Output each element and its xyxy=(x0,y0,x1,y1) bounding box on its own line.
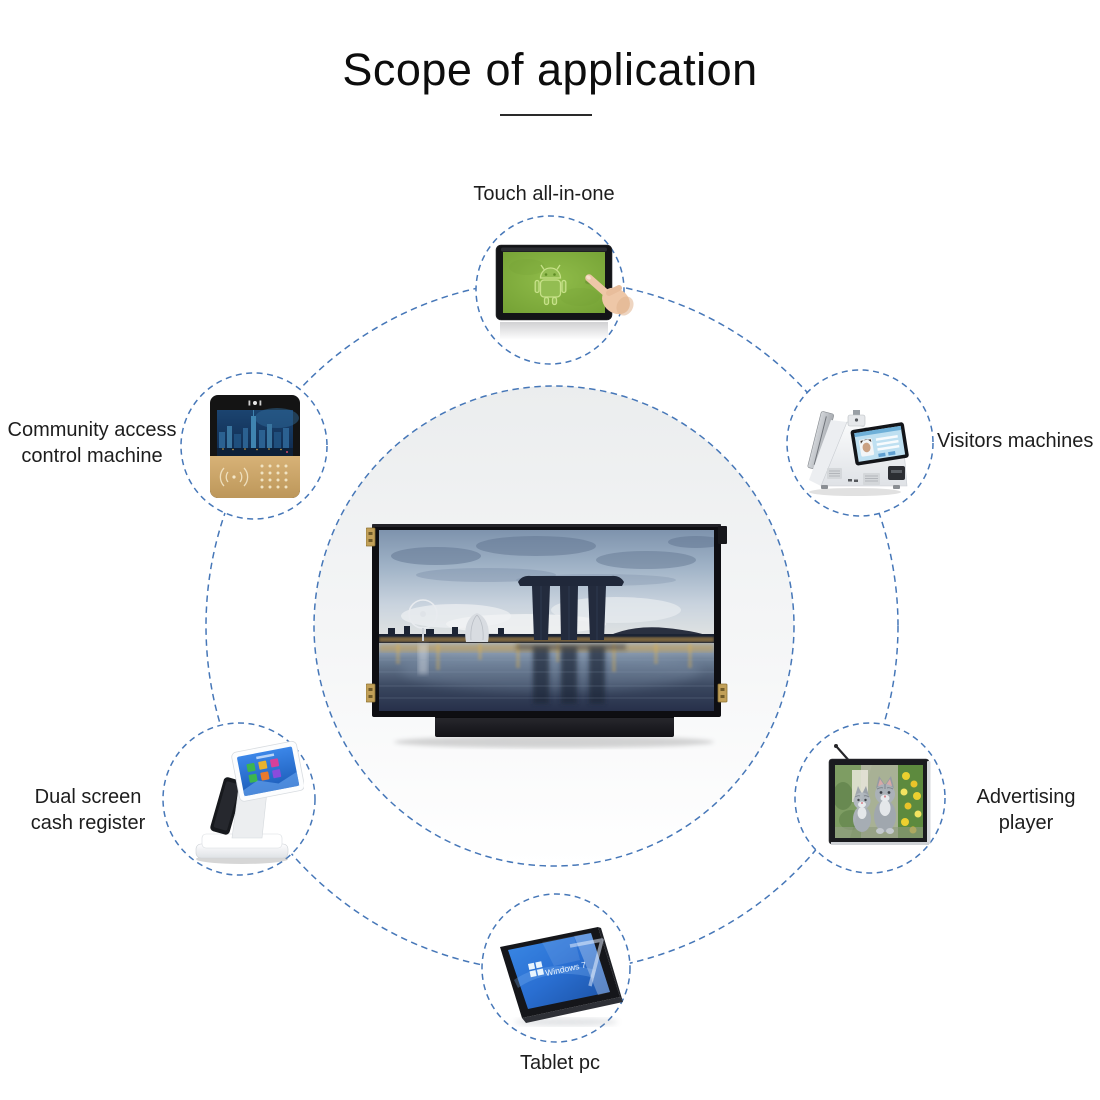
lcd-panel-graphic xyxy=(366,524,728,748)
android-robot-icon xyxy=(534,264,567,306)
kittens-photo xyxy=(835,765,923,838)
label-community-access-line1: Community access xyxy=(7,419,177,441)
label-advertising-line2: player xyxy=(998,812,1054,834)
kitten-left xyxy=(853,786,871,832)
rear-screen xyxy=(210,777,244,835)
ferris-wheel xyxy=(408,599,438,641)
speaker-grilles xyxy=(827,468,880,485)
tablet-reflection xyxy=(500,322,608,340)
windows-logo-icon xyxy=(528,961,545,978)
tablet-edge-right xyxy=(598,927,623,1002)
big-seven-glyph xyxy=(569,938,604,987)
label-touch-all-in-one: Touch all-in-one xyxy=(473,183,615,205)
yellow-flowers xyxy=(900,772,922,834)
visitors-machine-device xyxy=(791,388,925,500)
label-community-access-line2: control machine xyxy=(21,445,163,467)
windows-screen xyxy=(508,933,610,1009)
panel-shadow xyxy=(394,736,714,748)
label-community-access: Community access control machine xyxy=(4,417,180,469)
label-advertising-line1: Advertising xyxy=(976,786,1076,808)
light-reflections xyxy=(396,644,692,672)
label-visitors-machines: Visitors machines xyxy=(937,430,1094,452)
artscience-museum xyxy=(465,613,489,642)
hub-lcd-panel-device xyxy=(366,518,728,750)
mounting-tabs xyxy=(366,526,728,703)
intercom-screen xyxy=(217,408,299,456)
camera-speaker-icon xyxy=(248,400,262,406)
marina-bay-scene xyxy=(379,530,714,711)
body-left-face xyxy=(809,420,847,486)
cash-register-device xyxy=(182,732,304,866)
pointing-hand-icon xyxy=(585,274,634,316)
screen-glare xyxy=(574,933,610,995)
marina-bay-sands-towers xyxy=(518,575,624,640)
label-advertising-player: Advertising player xyxy=(938,784,1100,836)
label-dual-screen-cash-register: Dual screen cash register xyxy=(6,784,170,836)
title-underline xyxy=(500,114,592,116)
gold-panel xyxy=(210,456,300,498)
kiosk-screen xyxy=(850,422,909,466)
tower-reflections xyxy=(516,644,626,704)
printer-module xyxy=(888,466,905,480)
label-cash-line2: cash register xyxy=(30,812,146,834)
page-title: Scope of application xyxy=(342,44,758,95)
nfc-card-reader-icon xyxy=(219,467,249,487)
touch-all-in-one-device xyxy=(492,242,648,346)
advertising-player-device xyxy=(800,734,936,852)
kitten-right xyxy=(874,776,896,834)
label-cash-line1: Dual screen xyxy=(34,786,142,808)
keypad-dots xyxy=(260,464,288,489)
panel-stand xyxy=(435,714,674,737)
label-tablet-pc: Tablet pc xyxy=(519,1052,601,1074)
community-access-device xyxy=(207,394,303,502)
tablet-pc-device: Windows 7 xyxy=(474,916,634,1028)
pos-main-screen xyxy=(231,740,304,802)
ripples xyxy=(379,659,714,699)
camera-module xyxy=(847,410,866,427)
tablet-edge-bottom xyxy=(522,997,623,1023)
app-tiles xyxy=(246,758,282,783)
